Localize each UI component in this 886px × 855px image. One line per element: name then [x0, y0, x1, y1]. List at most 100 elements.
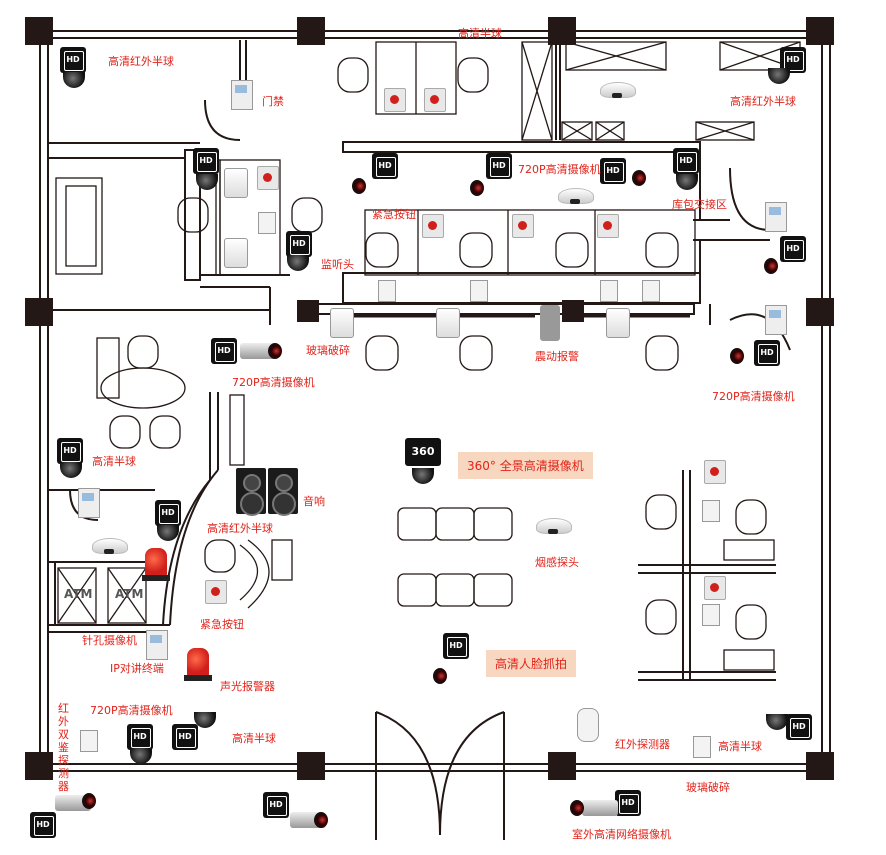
label-360-camera: 360° 全景高清摄像机	[458, 452, 593, 479]
hd-camera-icon: HD	[673, 148, 699, 174]
speaker-box-icon	[268, 468, 298, 516]
access-control-icon	[78, 488, 100, 518]
speaker-icon	[702, 500, 720, 522]
dome-camera-icon	[157, 525, 179, 541]
hd-camera-icon: HD	[57, 438, 83, 464]
label-hd-dome-left: 高清半球	[92, 455, 136, 468]
label-hd-dome-top: 高清半球	[458, 27, 502, 40]
intercom-icon	[146, 630, 168, 660]
glass-break-icon	[224, 168, 248, 198]
dome-camera-icon	[676, 174, 698, 190]
dome-camera-icon	[287, 255, 309, 271]
label-glass-break-bottom: 玻璃破碎	[686, 781, 730, 794]
label-pinhole-camera: 针孔摄像机	[82, 634, 137, 647]
dual-ir-detector-icon	[80, 730, 98, 752]
dome-camera-icon	[130, 748, 152, 764]
hd-camera-icon: HD	[30, 812, 56, 838]
strobe-siren-icon	[142, 548, 170, 581]
ir-detector-icon	[577, 708, 599, 742]
hd-camera-icon: HD	[615, 790, 641, 816]
hd-camera-icon: HD	[211, 338, 237, 364]
lens-icon	[570, 800, 584, 816]
label-hd-ir-dome-top-right: 高清红外半球	[730, 95, 796, 108]
panic-button-icon	[422, 214, 444, 238]
glass-break-icon	[606, 308, 630, 338]
smoke-detector-icon	[92, 538, 128, 554]
speaker-icon	[378, 280, 396, 302]
hd-camera-icon: HD	[193, 148, 219, 174]
hd-camera-icon: HD	[372, 153, 398, 179]
dome-camera-icon	[63, 72, 85, 88]
speaker-icon	[258, 212, 276, 234]
label-glass-break-mid: 玻璃破碎	[306, 344, 350, 357]
label-720p-top: 720P高清摄像机	[518, 163, 601, 176]
hd-camera-icon: HD	[754, 340, 780, 366]
dome-camera-icon	[60, 462, 82, 478]
label-strobe-siren: 声光报警器	[220, 680, 275, 693]
glass-break-icon	[330, 308, 354, 338]
label-access-control: 门禁	[262, 95, 284, 108]
atm-1: ATM	[64, 587, 93, 601]
hd-camera-icon: HD	[155, 500, 181, 526]
label-dual-ir-detector: 红外双鉴探测器	[58, 702, 69, 793]
hd-dome-camera-icon: HD	[60, 47, 86, 73]
hd-camera-icon: HD	[286, 231, 312, 257]
atm-2: ATM	[115, 587, 144, 601]
glass-break-icon	[224, 238, 248, 268]
smoke-detector-icon	[600, 82, 636, 98]
panic-button-icon	[597, 214, 619, 238]
panic-button-icon	[704, 576, 726, 600]
access-control-icon	[231, 80, 253, 110]
face-capture-camera-icon: HD	[443, 633, 469, 659]
dome-camera-icon	[768, 68, 790, 84]
hd-camera-icon: HD	[486, 153, 512, 179]
dome-camera-icon	[412, 468, 434, 484]
hd-camera-icon: HD	[600, 158, 626, 184]
glass-break-icon	[436, 308, 460, 338]
label-smoke-detector: 烟感探头	[535, 556, 579, 569]
bullet-camera-icon	[632, 170, 646, 186]
bullet-camera-icon	[730, 348, 744, 364]
label-hd-ir-dome-mid: 高清红外半球	[207, 522, 273, 535]
speaker-icon	[702, 604, 720, 626]
panic-button-icon	[205, 580, 227, 604]
label-listening-head: 监听头	[321, 258, 354, 271]
bullet-camera-icon	[240, 343, 276, 359]
label-ip-intercom: IP对讲终端	[110, 662, 164, 675]
label-panic-button-top: 紧急按钮	[372, 208, 416, 221]
access-control-icon	[765, 202, 787, 232]
label-720p-left: 720P高清摄像机	[232, 376, 315, 389]
smoke-detector-icon	[558, 188, 594, 204]
panic-button-icon	[512, 214, 534, 238]
dome-camera-icon	[194, 712, 216, 728]
panic-button-icon	[384, 88, 406, 112]
label-hd-dome-bottom: 高清半球	[232, 732, 276, 745]
dome-camera-icon	[196, 174, 218, 190]
speaker-icon	[642, 280, 660, 302]
hd-camera-icon: HD	[127, 724, 153, 750]
label-outdoor-network-cam: 室外高清网络摄像机	[572, 828, 671, 841]
glass-break-icon	[693, 736, 711, 758]
panic-button-icon	[704, 460, 726, 484]
label-720p-bottom: 720P高清摄像机	[90, 704, 173, 717]
lens-icon	[433, 668, 447, 684]
bullet-camera-icon	[470, 180, 484, 196]
access-control-icon	[765, 305, 787, 335]
label-cash-exchange: 库包交接区	[672, 198, 727, 211]
smoke-detector-icon	[536, 518, 572, 534]
hd-camera-icon: HD	[263, 792, 289, 818]
speaker-box-icon	[236, 468, 266, 516]
bullet-camera-icon	[352, 178, 366, 194]
strobe-siren-icon	[184, 648, 212, 681]
bullet-camera-icon	[582, 800, 618, 816]
hd-camera-icon: HD	[172, 724, 198, 750]
label-vibration-alarm: 震动报警	[535, 350, 579, 363]
lens-icon	[314, 812, 328, 828]
panorama-camera-icon: 360	[405, 438, 441, 466]
label-speaker: 音响	[303, 495, 325, 508]
speaker-icon	[600, 280, 618, 302]
lens-icon	[268, 343, 282, 359]
panic-button-icon	[424, 88, 446, 112]
